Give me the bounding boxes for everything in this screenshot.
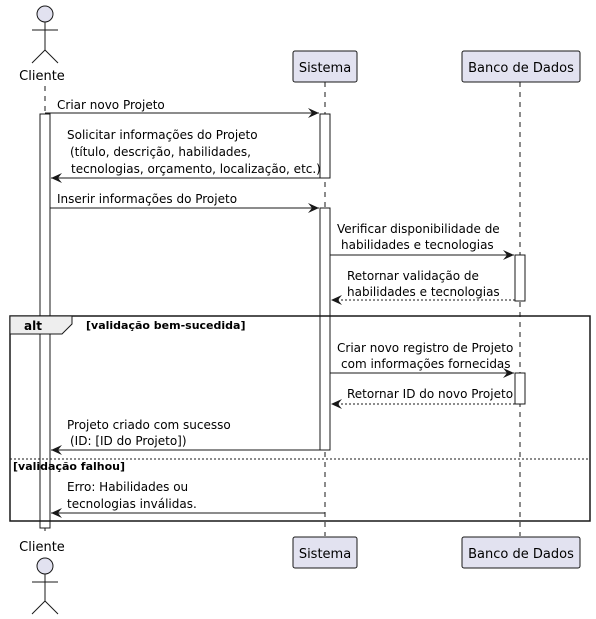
message-label-4-line-2: habilidades e tecnologias [341,238,494,252]
message-label-6-line-2: com informações fornecidas [341,357,511,371]
alt-guard-failure: [validação falhou] [13,460,125,473]
actor-icon-client-top [31,5,59,64]
participant-database-top: Banco de Dados [461,50,581,83]
message-label-3: Inserir informações do Projeto [57,192,237,206]
activation-database-1 [514,254,526,302]
message-label-8-line-2: (ID: [ID do Projeto]) [70,434,187,448]
message-label-5-line-1: Retornar validação de [347,269,479,283]
message-label-2-line-3: tecnologias, orçamento, localização, etc… [71,162,321,176]
message-label-4-line-1: Verificar disponibilidade de [337,222,500,236]
participant-system-bottom-label: Sistema [299,547,351,562]
message-label-7: Retornar ID do novo Projeto [347,387,513,401]
alt-fragment [9,315,591,522]
participant-database-top-label: Banco de Dados [468,61,574,76]
alt-guard-success: [validação bem-sucedida] [86,319,245,332]
message-label-1: Criar novo Projeto [57,98,165,112]
actor-label-client-top: Cliente [19,69,65,84]
activation-system-1 [319,113,331,179]
participant-system-top-label: Sistema [299,61,351,76]
participant-database-bottom-label: Banco de Dados [468,547,574,562]
message-label-5-line-2: habilidades e tecnologias [347,285,500,299]
activation-system-2 [319,207,331,451]
alt-keyword-tab [9,315,73,335]
activation-database-2 [514,372,526,405]
actor-icon-client-bottom [31,557,59,615]
message-label-9-line-1: Erro: Habilidades ou [67,480,188,494]
participant-system-top: Sistema [292,50,358,83]
message-label-8-line-1: Projeto criado com sucesso [67,418,231,432]
message-label-2-line-2: (título, descrição, habilidades, [70,145,251,159]
message-label-9-line-2: tecnologias inválidas. [67,497,197,511]
participant-database-bottom: Banco de Dados [461,536,581,569]
message-label-2-line-1: Solicitar informações do Projeto [67,128,258,142]
participant-system-bottom: Sistema [292,536,358,569]
actor-label-client-bottom: Cliente [19,540,65,555]
message-label-6-line-1: Criar novo registro de Projeto [337,341,513,355]
alt-keyword: alt [24,319,42,333]
